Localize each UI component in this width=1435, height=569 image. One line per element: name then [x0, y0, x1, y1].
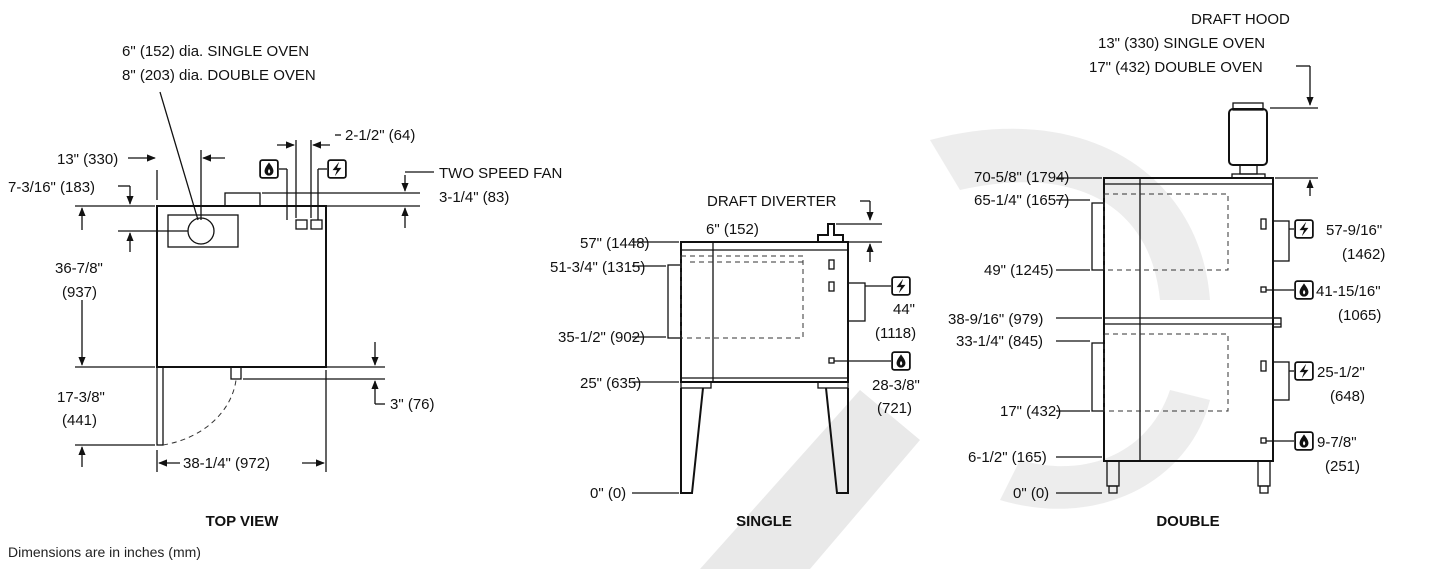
- double-lower-handle: [1091, 342, 1105, 412]
- gas-flame-icon: [1294, 431, 1314, 451]
- double-view: DRAFT HOOD 13" (330) SINGLE OVEN 17" (43…: [948, 11, 1385, 530]
- label-s-25: 25" (635): [580, 375, 641, 392]
- label-d-41-b: (1065): [1338, 307, 1381, 324]
- label-d-25-a: 25-1/2": [1317, 364, 1365, 381]
- label-top-3-1-4: 3-1/4" (83): [439, 189, 509, 206]
- label-d-hood-single: 13" (330) SINGLE OVEN: [1098, 35, 1265, 52]
- label-d-9-b: (251): [1325, 458, 1360, 475]
- caption-top-view: TOP VIEW: [206, 513, 280, 530]
- label-top-3: 3" (76): [390, 396, 435, 413]
- gas-flame-icon: [891, 351, 911, 371]
- top-body: [156, 205, 327, 368]
- caption-double: DOUBLE: [1156, 513, 1219, 530]
- units-note: Dimensions are in inches (mm): [8, 544, 201, 560]
- label-d-33: 33-1/4" (845): [956, 333, 1043, 350]
- label-s-diverter: DRAFT DIVERTER: [707, 193, 837, 210]
- electric-bolt-icon: [1294, 219, 1314, 239]
- label-d-38: 38-9/16" (979): [948, 311, 1043, 328]
- label-flue-single: 6" (152) dia. SINGLE OVEN: [122, 43, 309, 60]
- label-top-17-b: (441): [62, 412, 97, 429]
- label-d-57-b: (1462): [1342, 246, 1385, 263]
- label-s-44-a: 44": [893, 301, 915, 318]
- label-s-28-b: (721): [877, 400, 912, 417]
- top-hinge: [230, 366, 242, 380]
- label-d-0: 0" (0): [1013, 485, 1049, 502]
- label-d-41-a: 41-15/16": [1316, 283, 1381, 300]
- label-d-49: 49" (1245): [984, 262, 1054, 279]
- label-s-57: 57" (1448): [580, 235, 650, 252]
- label-d-25-b: (648): [1330, 388, 1365, 405]
- top-fan: [224, 192, 261, 207]
- label-s-51: 51-3/4" (1315): [550, 259, 645, 276]
- single-view: DRAFT DIVERTER 6" (152) 57" (1448) 51-3/…: [550, 193, 920, 530]
- top-view: 6" (152) dia. SINGLE OVEN 8" (203) dia. …: [8, 43, 562, 530]
- single-side-box: [847, 282, 866, 322]
- label-top-17-a: 17-3/8": [57, 389, 105, 406]
- label-d-hood-double: 17" (432) DOUBLE OVEN: [1089, 59, 1263, 76]
- label-top-38: 38-1/4" (972): [183, 455, 270, 472]
- electric-bolt-icon: [1294, 361, 1314, 381]
- label-d-9-a: 9-7/8": [1317, 434, 1357, 451]
- top-door-swing: [162, 379, 237, 446]
- label-d-57-a: 57-9/16": [1326, 222, 1382, 239]
- label-d-17: 17" (432): [1000, 403, 1061, 420]
- top-flue: [187, 217, 215, 245]
- top-door: [156, 366, 164, 446]
- top-gas-port: [295, 219, 308, 230]
- label-s-28-a: 28-3/8": [872, 377, 920, 394]
- label-s-44-b: (1118): [875, 325, 916, 342]
- label-top-36-b: (937): [62, 284, 97, 301]
- gas-flame-icon: [259, 159, 279, 179]
- double-draft-hood: [1228, 108, 1268, 166]
- label-d-65: 65-1/4" (1657): [974, 192, 1069, 209]
- gas-flame-icon: [1294, 280, 1314, 300]
- label-s-35: 35-1/2" (902): [558, 329, 645, 346]
- label-top-2-1-2: 2-1/2" (64): [345, 127, 415, 144]
- electric-bolt-icon: [327, 159, 347, 179]
- double-upper-handle: [1091, 202, 1105, 271]
- electric-bolt-icon: [891, 276, 911, 296]
- top-elec-port: [310, 219, 323, 230]
- label-top-fan: TWO SPEED FAN: [439, 165, 562, 182]
- caption-single: SINGLE: [736, 513, 792, 530]
- label-top-36-a: 36-7/8": [55, 260, 103, 277]
- label-d-6: 6-1/2" (165): [968, 449, 1047, 466]
- watermark: [700, 128, 1210, 569]
- label-d-70: 70-5/8" (1794): [974, 169, 1069, 186]
- label-s-6: 6" (152): [706, 221, 759, 238]
- label-s-0: 0" (0): [590, 485, 626, 502]
- label-top-13: 13" (330): [57, 151, 118, 168]
- label-top-7-3-16: 7-3/16" (183): [8, 179, 95, 196]
- single-body: [680, 241, 849, 383]
- label-flue-double: 8" (203) dia. DOUBLE OVEN: [122, 67, 316, 84]
- single-door-handle: [667, 264, 682, 339]
- label-d-hood: DRAFT HOOD: [1191, 11, 1290, 28]
- single-draft-diverter: [817, 223, 844, 242]
